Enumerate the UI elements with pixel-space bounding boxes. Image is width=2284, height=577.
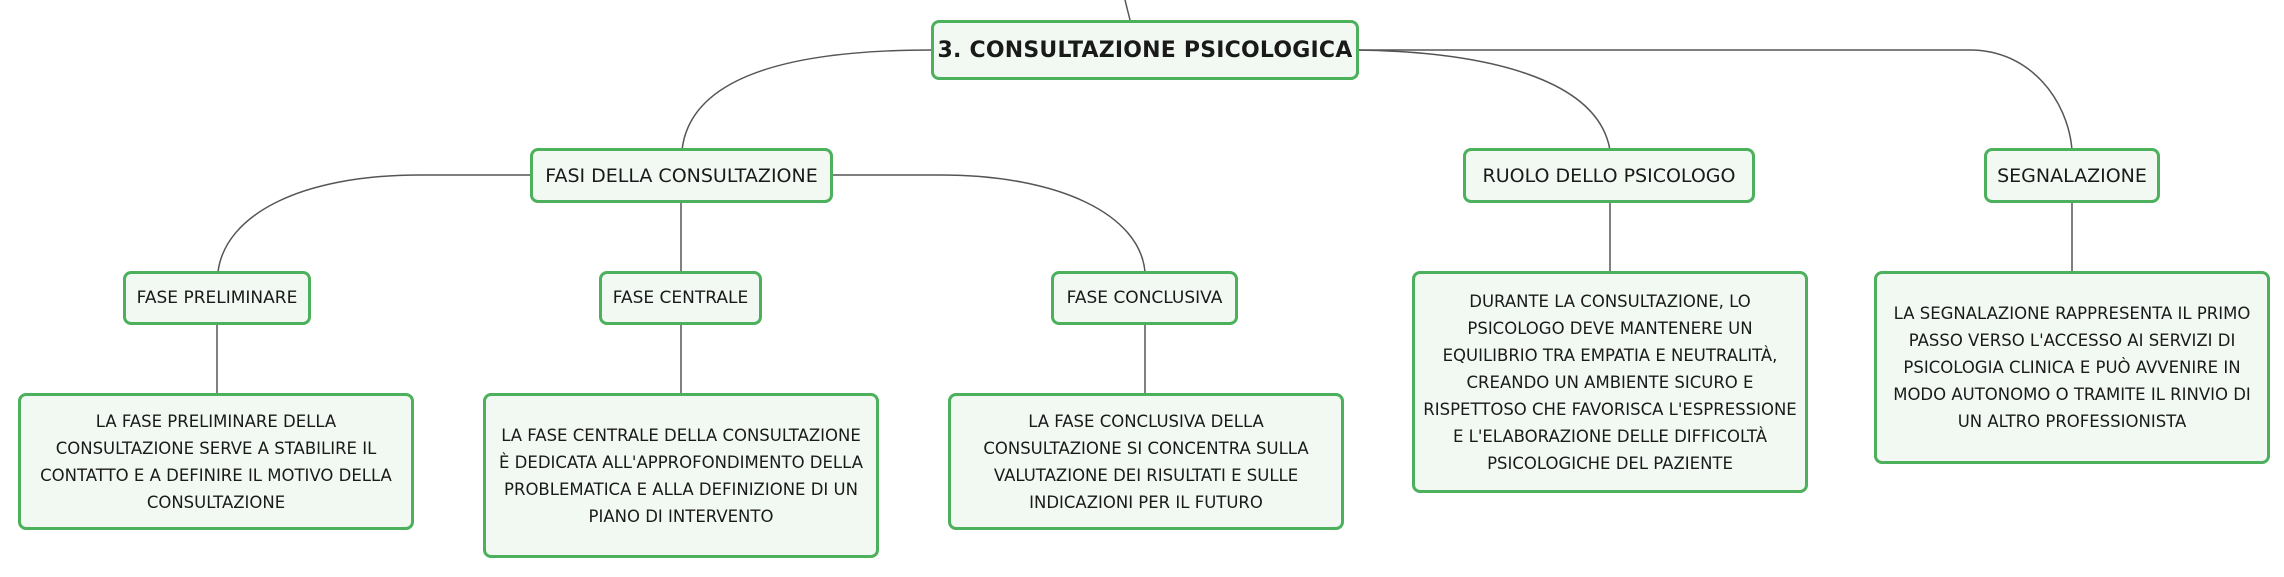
connector-fasi-conclusiva <box>833 174 1146 273</box>
ruolo-description-text: DURANTE LA CONSULTAZIONE, LO PSICOLOGO D… <box>1423 291 1797 473</box>
segnalazione-description[interactable]: LA SEGNALAZIONE RAPPRESENTA IL PRIMO PAS… <box>1874 271 2270 464</box>
segnalazione-description-text: LA SEGNALAZIONE RAPPRESENTA IL PRIMO PAS… <box>1893 304 2251 431</box>
fase-centrale-description-text: LA FASE CENTRALE DELLA CONSULTAZIONE È D… <box>499 425 863 526</box>
connector-parent-root <box>1124 0 1131 21</box>
fase-centrale-node[interactable]: FASE CENTRALE <box>599 271 762 325</box>
branch-ruolo-node[interactable]: RUOLO DELLO PSICOLOGO <box>1463 148 1755 203</box>
fase-centrale-description[interactable]: LA FASE CENTRALE DELLA CONSULTAZIONE È D… <box>483 393 879 558</box>
connector-root-ruolo <box>1356 49 1611 151</box>
branch-fasi-label: FASI DELLA CONSULTAZIONE <box>545 164 818 187</box>
fase-preliminare-description[interactable]: LA FASE PRELIMINARE DELLA CONSULTAZIONE … <box>18 393 414 530</box>
fase-preliminare-description-text: LA FASE PRELIMINARE DELLA CONSULTAZIONE … <box>40 411 392 512</box>
fase-centrale-label: FASE CENTRALE <box>612 288 749 308</box>
root-label: 3. CONSULTAZIONE PSICOLOGICA <box>937 37 1353 63</box>
root-node[interactable]: 3. CONSULTAZIONE PSICOLOGICA <box>931 20 1359 80</box>
connector-fasi-preliminare <box>217 174 530 273</box>
branch-segnalazione-label: SEGNALAZIONE <box>1997 164 2147 187</box>
connector-root-fasi <box>681 49 932 151</box>
fase-conclusiva-node[interactable]: FASE CONCLUSIVA <box>1051 271 1238 325</box>
branch-segnalazione-node[interactable]: SEGNALAZIONE <box>1984 148 2160 203</box>
branch-ruolo-label: RUOLO DELLO PSICOLOGO <box>1482 164 1736 187</box>
fase-preliminare-node[interactable]: FASE PRELIMINARE <box>123 271 311 325</box>
fase-conclusiva-label: FASE CONCLUSIVA <box>1066 288 1223 308</box>
fase-preliminare-label: FASE PRELIMINARE <box>136 288 298 308</box>
ruolo-description[interactable]: DURANTE LA CONSULTAZIONE, LO PSICOLOGO D… <box>1412 271 1808 493</box>
fase-conclusiva-description[interactable]: LA FASE CONCLUSIVA DELLA CONSULTAZIONE S… <box>948 393 1344 530</box>
connector-root-segnalazione <box>1357 49 2073 151</box>
branch-fasi-node[interactable]: FASI DELLA CONSULTAZIONE <box>530 148 833 203</box>
fase-conclusiva-description-text: LA FASE CONCLUSIVA DELLA CONSULTAZIONE S… <box>983 411 1309 512</box>
